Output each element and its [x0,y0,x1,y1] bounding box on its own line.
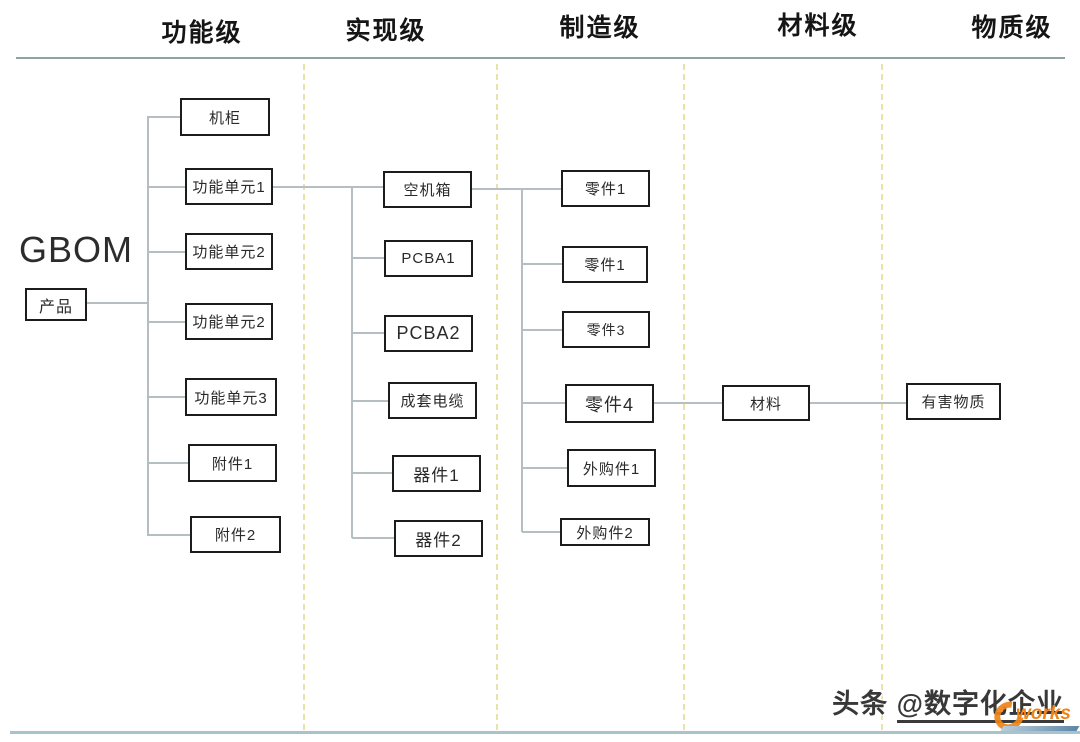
connector-device-1 [352,472,392,474]
connector-part-1b [522,263,562,265]
node-hazardous-substance: 有害物质 [906,383,1001,420]
connector-pcba1 [352,257,384,259]
node-purchased-1: 外购件1 [567,449,656,487]
column-separator-2 [496,64,498,730]
watermark-text: 头条 @数字化企业 [832,682,1064,723]
header-divider-line [16,57,1065,59]
connector-func-unit-1 [148,186,186,188]
connector-device-2 [352,537,394,539]
trunk-level2 [351,186,353,538]
node-func-unit-2b: 功能单元2 [185,303,273,340]
node-device-1: 器件1 [392,455,481,492]
connector-func-unit-2a [148,251,186,253]
connector-part4-material [654,402,722,404]
column-separator-1 [303,64,305,730]
connector-pcba2 [352,332,384,334]
node-part-3: 零件3 [562,311,650,348]
node-cable-set: 成套电缆 [388,382,477,419]
node-pcba2: PCBA2 [384,315,473,352]
header-substance-level: 物质级 [971,14,1053,42]
connector-purchased-1 [522,467,567,469]
node-accessory-1: 附件1 [188,444,277,482]
connector-part-3 [522,329,562,331]
header-functional-level: 功能级 [161,19,243,47]
watermark-prefix: 头条 [832,689,897,719]
column-separator-4 [881,64,883,730]
connector-material-substance [810,402,906,404]
node-part-4: 零件4 [565,384,654,423]
node-material: 材料 [722,385,810,421]
footer-divider-line [10,731,1080,734]
eworks-logo-bar [1000,726,1080,731]
column-separator-3 [683,64,685,730]
node-product: 产品 [25,288,87,321]
header-implementation-level: 实现级 [345,17,427,45]
node-accessory-2: 附件2 [190,516,281,553]
eworks-logo: works [988,695,1080,737]
connector-accessory-2 [148,534,191,536]
node-device-2: 器件2 [394,520,483,557]
node-purchased-2: 外购件2 [560,518,650,546]
gbom-title: GBOM [19,229,134,270]
node-func-unit-1: 功能单元1 [185,168,273,205]
connector-unit1-chassis [273,186,383,188]
connector-purchased-2 [522,531,560,533]
node-part-1b: 零件1 [562,246,648,283]
trunk-level3 [521,188,523,532]
node-pcba1: PCBA1 [384,240,473,277]
connector-chassis-part1 [472,188,561,190]
connector-cabinet [148,116,181,118]
node-cabinet: 机柜 [180,98,270,136]
watermark-handle: @数字化企业 [896,689,1064,723]
trunk-level1 [147,116,149,536]
connector-product [87,302,148,304]
node-func-unit-3: 功能单元3 [185,378,277,416]
connector-func-unit-2b [148,321,186,323]
node-part-1a: 零件1 [561,170,650,207]
node-empty-chassis: 空机箱 [383,171,472,208]
connector-accessory-1 [148,462,189,464]
connector-cable-set [352,400,388,402]
header-manufacturing-level: 制造级 [559,14,641,42]
eworks-logo-word: works [1016,703,1071,724]
connector-part-4 [522,402,565,404]
header-material-level: 材料级 [777,12,859,40]
connector-func-unit-3 [148,396,186,398]
node-func-unit-2a: 功能单元2 [185,233,273,270]
